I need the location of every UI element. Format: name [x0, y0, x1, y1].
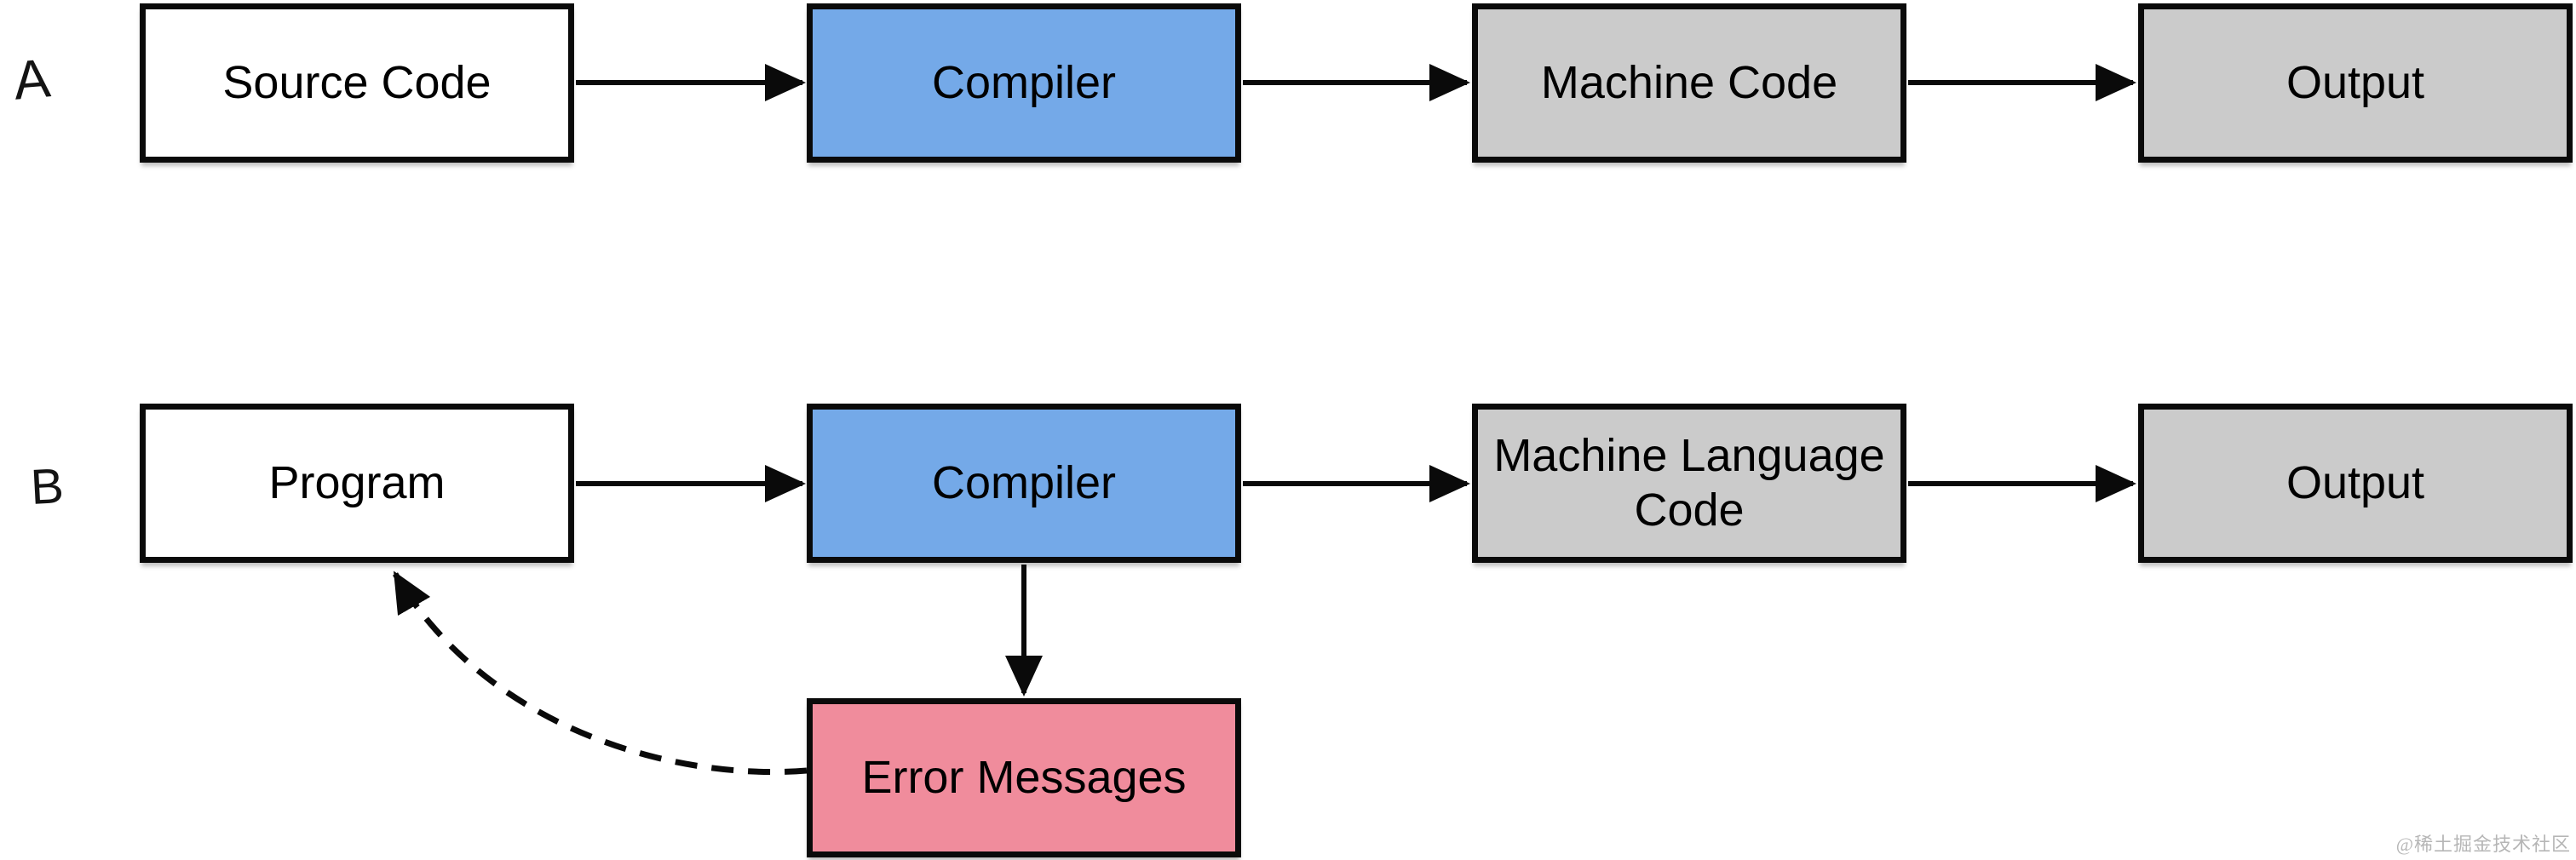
node-machine-code: Machine Code [1472, 3, 1906, 163]
node-compiler-b-label: Compiler [931, 456, 1117, 508]
node-output-a: Output [2138, 3, 2573, 163]
node-program-label: Program [268, 456, 446, 508]
node-machine-code-label: Machine Code [1540, 56, 1838, 108]
node-error-messages-label: Error Messages [861, 751, 1187, 803]
node-error-messages: Error Messages [807, 698, 1241, 857]
dashed-arrow-error-messages-to-program [392, 570, 808, 776]
node-compiler-a: Compiler [807, 3, 1241, 163]
node-output-b-label: Output [2286, 456, 2425, 508]
node-compiler-b: Compiler [807, 404, 1241, 563]
row-a-label: A [10, 47, 53, 112]
node-machine-language-code: Machine Language Code [1472, 404, 1906, 563]
node-program: Program [140, 404, 574, 563]
node-source-code: Source Code [140, 3, 574, 163]
watermark: @稀土掘金技术社区 [2395, 834, 2571, 855]
node-compiler-a-label: Compiler [931, 56, 1117, 108]
node-source-code-label: Source Code [222, 56, 492, 108]
node-machine-language-code-label: Machine Language Code [1493, 430, 1885, 536]
row-b-label: B [29, 458, 66, 515]
node-output-a-label: Output [2286, 56, 2425, 108]
node-output-b: Output [2138, 404, 2573, 563]
